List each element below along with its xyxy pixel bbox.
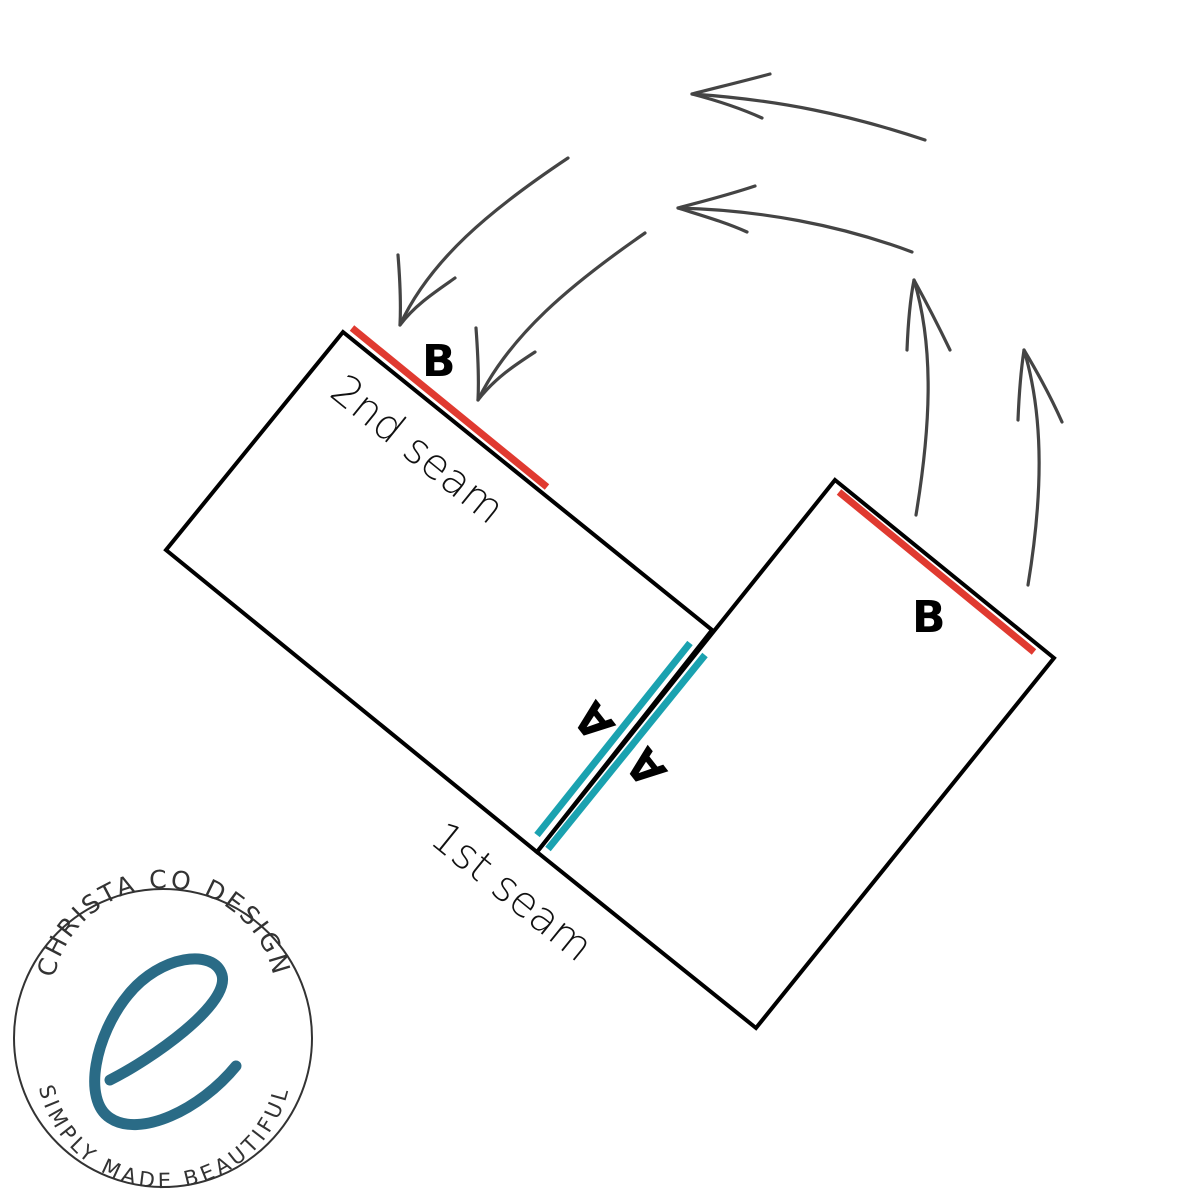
logo-circle <box>13 888 313 1188</box>
arrow-right-inner <box>912 278 930 517</box>
label-b-left: B <box>422 336 456 387</box>
seam-label-1st: 1st seam <box>422 812 603 971</box>
label-a-right: A <box>616 738 677 796</box>
logo-monogram-e <box>89 953 242 1131</box>
arrow-left-inner <box>476 231 647 402</box>
arrow-middle <box>676 206 914 254</box>
arrow-top <box>690 92 927 142</box>
rotation-arrows <box>396 72 1064 587</box>
fabric-panel-right <box>534 477 1057 1031</box>
arrow-left-outer <box>398 156 570 327</box>
seam-b-right <box>836 489 1037 655</box>
seam-a-left <box>534 640 693 838</box>
seam-b-left <box>349 325 550 490</box>
seam-a-right <box>545 652 708 852</box>
label-b-right: B <box>912 592 946 643</box>
arrow-right-outer <box>1022 348 1041 587</box>
brand-logo: CHRISTA CO DESIGN SIMPLY MADE BEAUTIFUL <box>13 865 313 1193</box>
